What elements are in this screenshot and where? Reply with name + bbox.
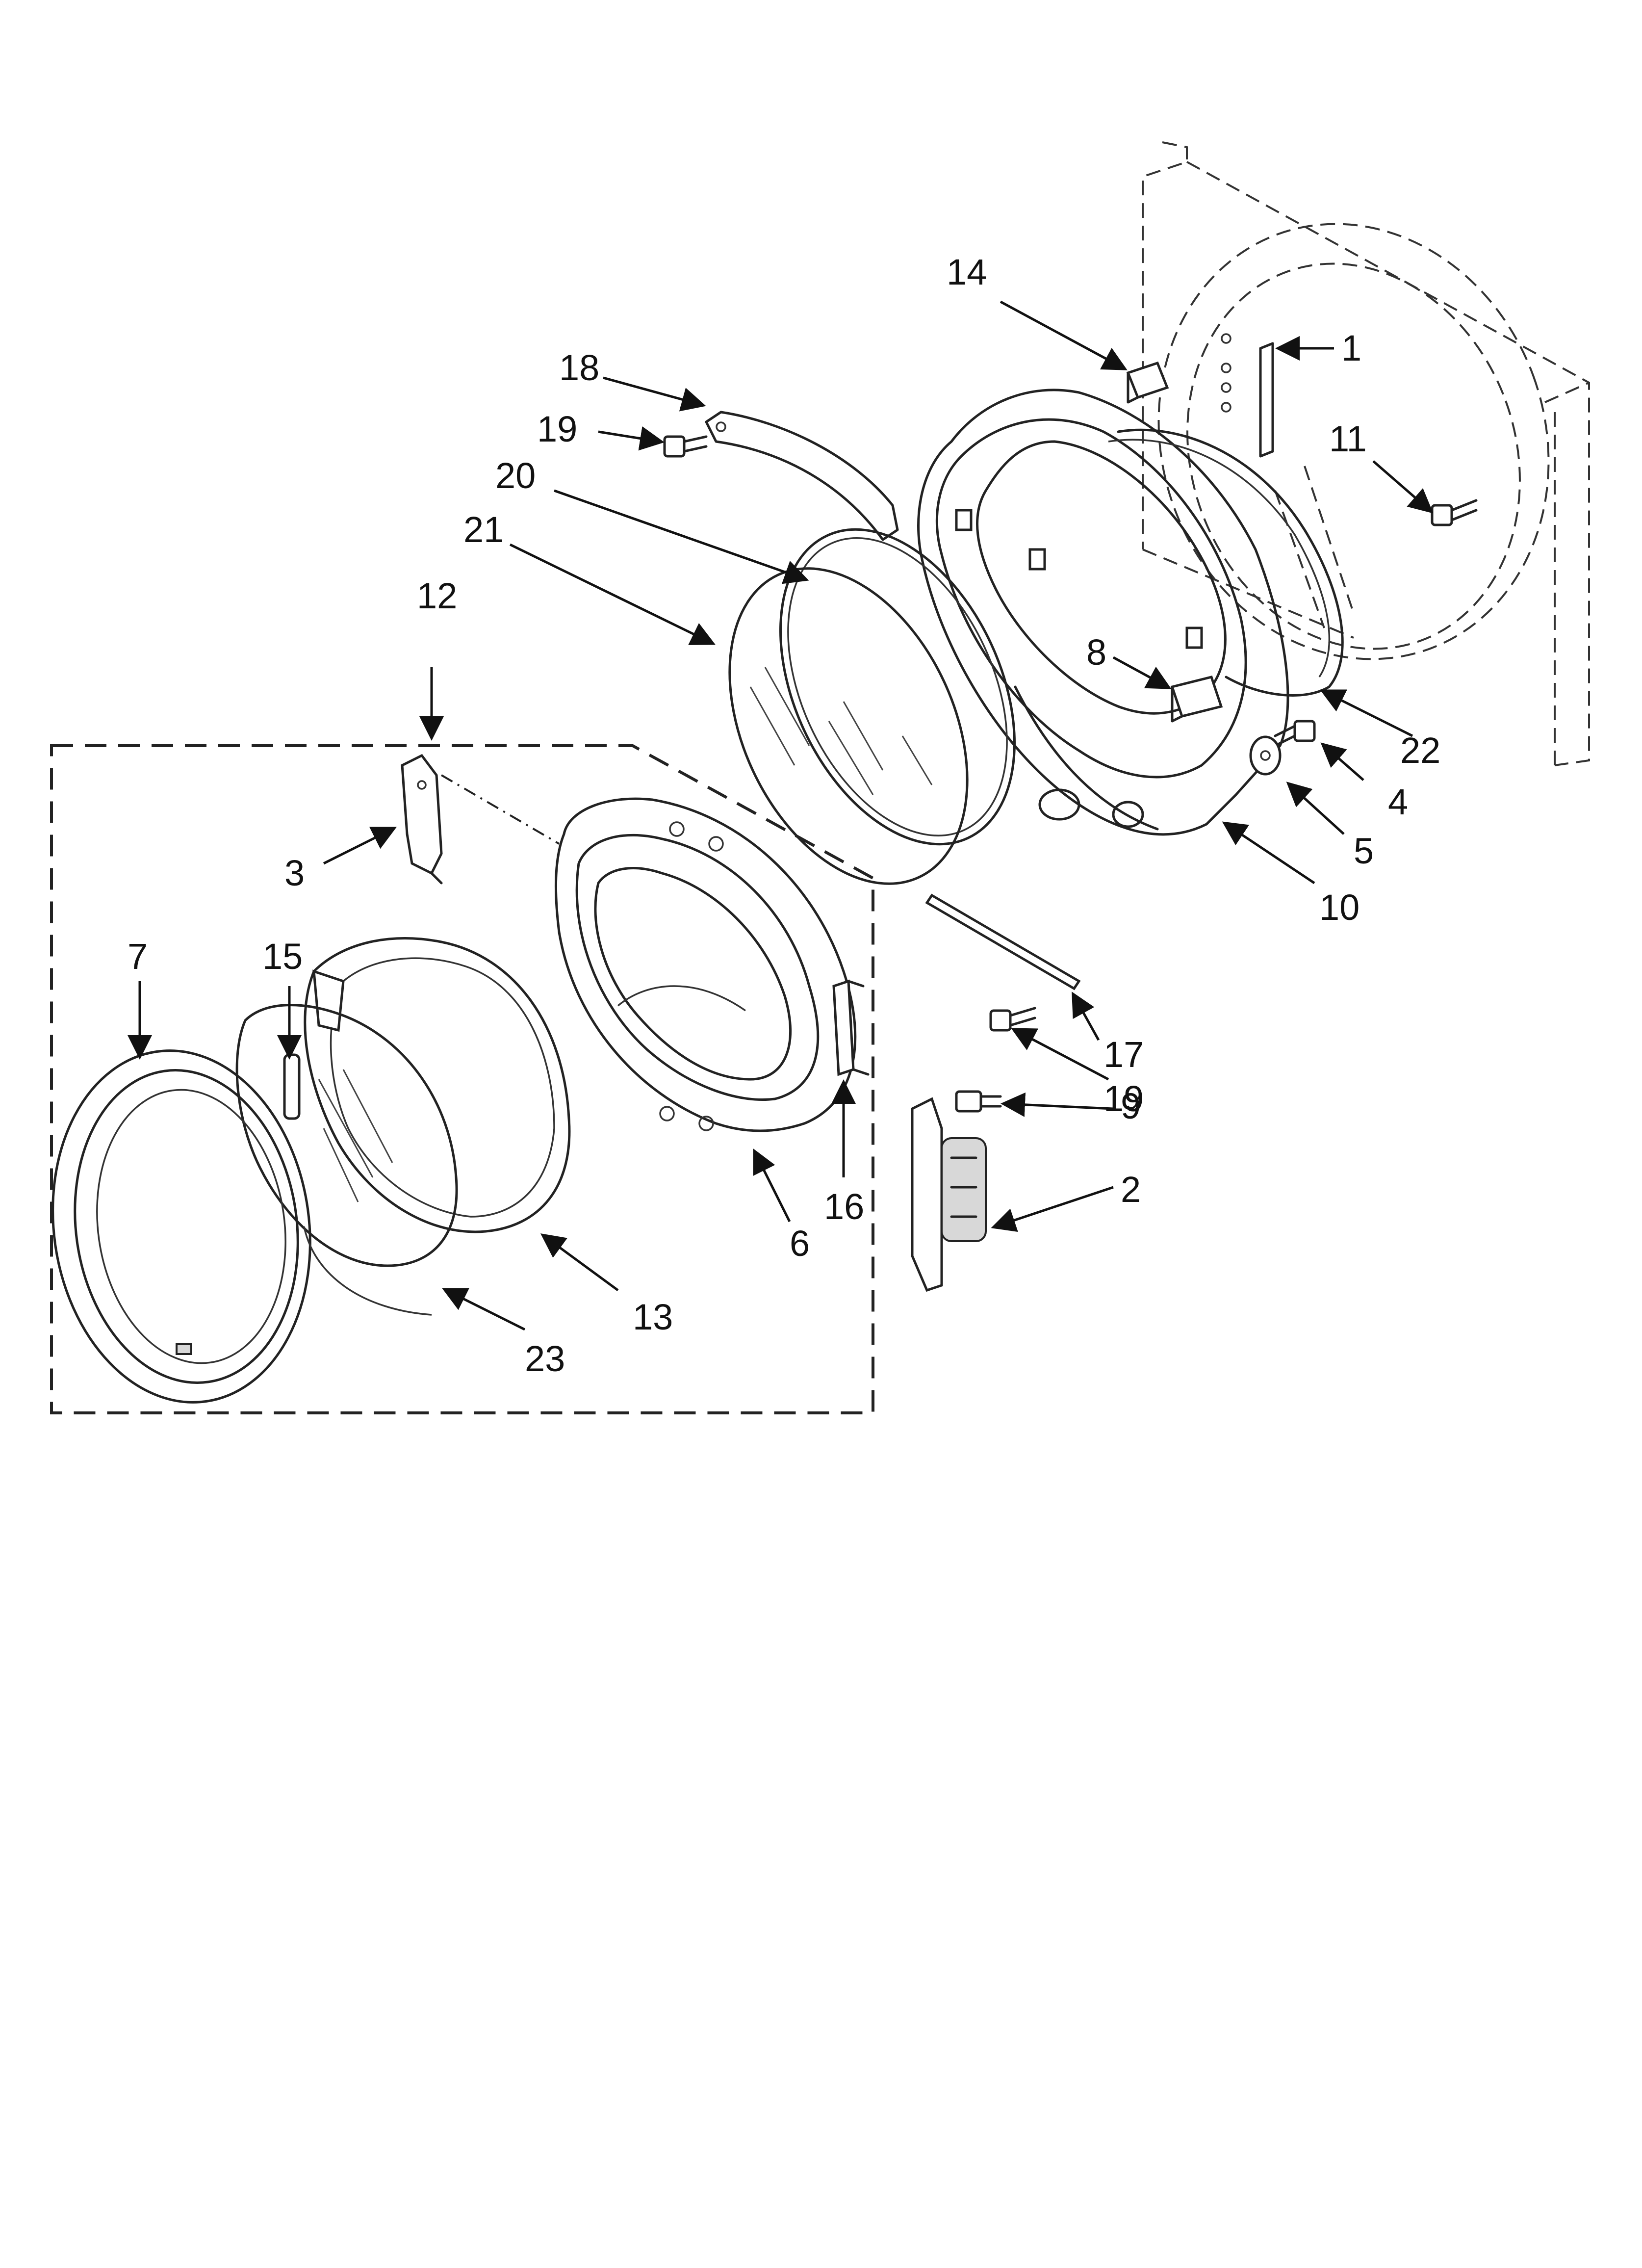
leader-4 — [1320, 742, 1364, 781]
part-17-strip — [925, 893, 1081, 991]
leader-19-bottom — [1011, 1028, 1109, 1081]
part-22-seal — [1108, 428, 1344, 697]
leader-13 — [540, 1233, 619, 1292]
part-10-front-panel — [917, 389, 1289, 836]
leader-lines — [128, 300, 1434, 1331]
callout-9: 9 — [1121, 1086, 1141, 1126]
callout-22: 22 — [1400, 730, 1440, 771]
part-8-bumper — [1170, 676, 1223, 723]
part-1-bracket — [1221, 333, 1274, 458]
part-23-door-panel — [303, 1226, 432, 1316]
callout-16: 16 — [824, 1186, 864, 1227]
callout-23: 23 — [525, 1338, 565, 1379]
leader-5 — [1286, 782, 1345, 835]
leader-21 — [509, 543, 716, 645]
part-16-latch-bracket — [832, 979, 870, 1076]
part-4-screw — [1274, 720, 1316, 747]
part-9-screw — [955, 1090, 1002, 1113]
leader-2 — [991, 1186, 1114, 1232]
callout-21: 21 — [463, 509, 504, 550]
callout-5: 5 — [1354, 831, 1374, 871]
part-6-inner-frame — [554, 797, 857, 1132]
part-20-door-seal — [779, 528, 1016, 846]
callout-17: 17 — [1103, 1034, 1144, 1075]
callout-6: 6 — [790, 1223, 810, 1264]
callout-1: 1 — [1341, 328, 1361, 368]
cabinet-outline — [1142, 141, 1590, 766]
leader-9 — [1001, 1092, 1114, 1117]
part-13-door-ring — [304, 937, 571, 1233]
alignment-line — [440, 774, 560, 845]
leader-11 — [1372, 460, 1434, 514]
part-11-screw — [1431, 499, 1478, 526]
part-3-hinge — [401, 754, 443, 885]
callout-8: 8 — [1086, 632, 1106, 673]
part-18-strap — [705, 411, 899, 541]
part-19-screw-top — [663, 435, 708, 458]
assembly-12-boundary — [50, 744, 874, 1414]
part-14-bumper — [1126, 361, 1169, 404]
callout-4: 4 — [1388, 782, 1408, 822]
part-7-outer-door — [51, 1049, 311, 1404]
callout-19-bottom: 19 — [1103, 1078, 1144, 1119]
callout-20: 20 — [495, 455, 536, 496]
callout-15: 15 — [262, 936, 303, 977]
leader-18 — [603, 376, 706, 412]
callout-3: 3 — [284, 853, 305, 893]
part-21-door-glass — [728, 567, 969, 885]
callout-12: 12 — [417, 575, 457, 616]
leader-22 — [1320, 689, 1413, 737]
callout-10: 10 — [1319, 887, 1360, 928]
callout-14: 14 — [947, 252, 987, 292]
part-2-latch — [911, 1097, 987, 1292]
leader-14 — [1000, 300, 1128, 370]
leader-6 — [753, 1148, 791, 1223]
callout-13: 13 — [633, 1297, 673, 1337]
leader-3 — [323, 827, 397, 865]
leader-8 — [1112, 656, 1172, 689]
leader-19-top — [598, 426, 665, 451]
leader-20 — [554, 489, 809, 584]
leader-10 — [1222, 821, 1315, 885]
part-19-screw-bottom — [989, 1007, 1036, 1032]
callout-2: 2 — [1121, 1169, 1141, 1210]
callout-19-top: 19 — [537, 409, 577, 449]
leader-17 — [1072, 991, 1100, 1041]
callout-18: 18 — [559, 347, 599, 388]
callout-11: 11 — [1329, 418, 1367, 459]
callout-labels: 1 2 3 4 5 6 7 8 9 10 11 12 13 14 15 16 1… — [128, 252, 1440, 1379]
part-15-inner-glass — [235, 1004, 458, 1267]
leader-23 — [442, 1288, 526, 1331]
part-5-washer — [1249, 735, 1282, 776]
callout-7: 7 — [128, 936, 148, 977]
